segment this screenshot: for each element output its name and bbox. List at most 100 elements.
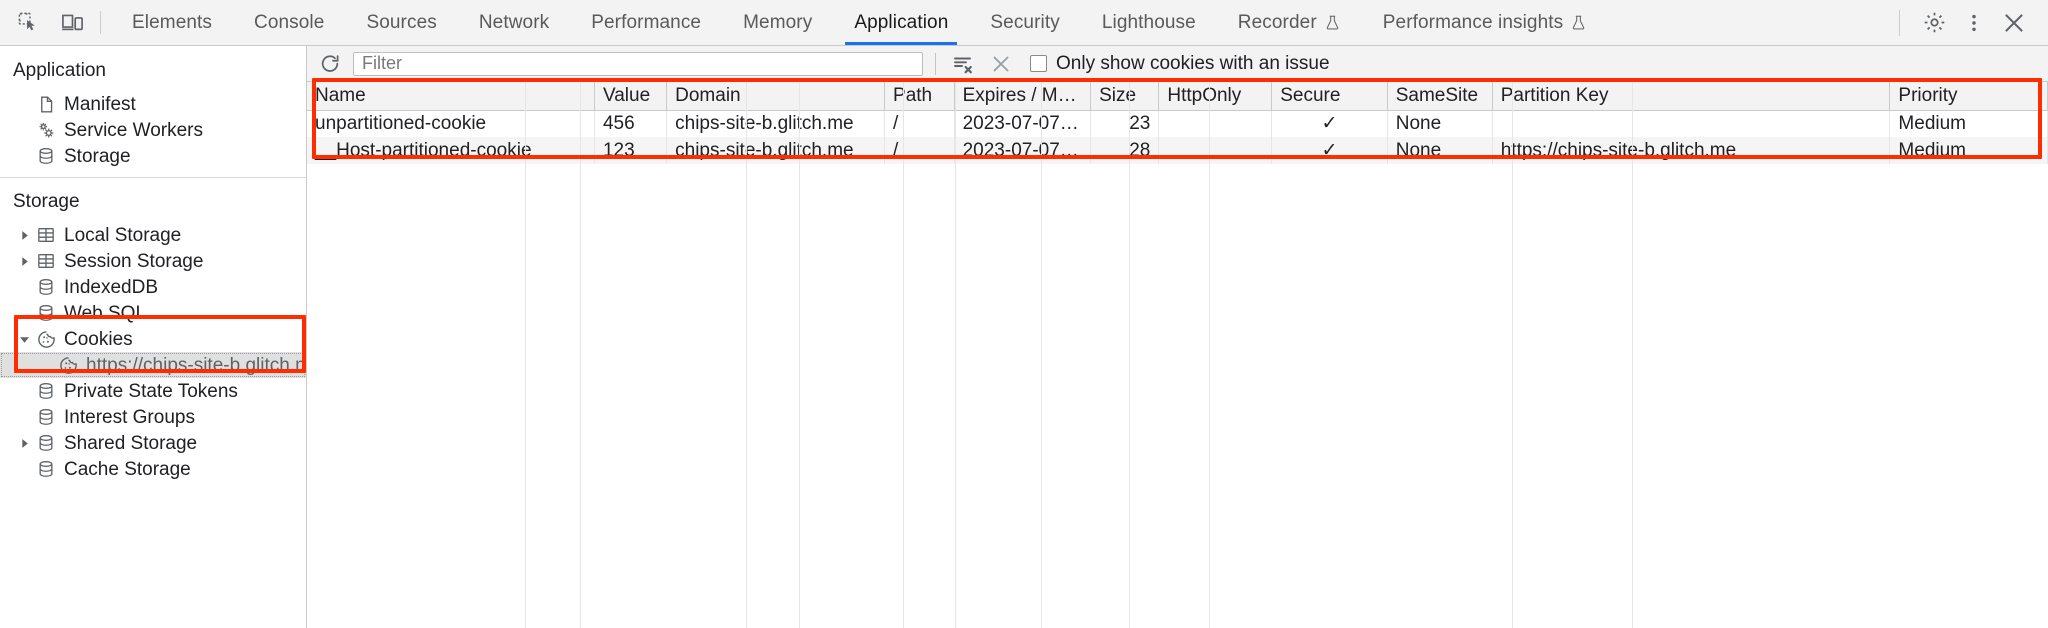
chevron-right-icon[interactable] bbox=[14, 230, 34, 241]
chevron-down-icon[interactable] bbox=[14, 334, 34, 345]
column-header-priority[interactable]: Priority bbox=[1889, 82, 2048, 111]
sidebar-item-label: Cookies bbox=[64, 328, 133, 350]
tab-label: Memory bbox=[743, 11, 813, 33]
sidebar-item-cache-storage[interactable]: Cache Storage bbox=[0, 456, 306, 482]
column-header-value[interactable]: Value bbox=[594, 82, 668, 111]
tab-label: Performance insights bbox=[1382, 11, 1564, 33]
cell-samesite: None bbox=[1387, 137, 1493, 164]
tab-lighthouse[interactable]: Lighthouse bbox=[1081, 0, 1217, 45]
sidebar-section-title: Storage bbox=[13, 191, 80, 212]
toolbar-separator bbox=[100, 11, 101, 34]
only-issues-checkbox[interactable] bbox=[1030, 55, 1047, 72]
cell-path: / bbox=[884, 137, 955, 164]
cell-partition-key: https://chips-site-b.glitch.me bbox=[1492, 137, 1891, 164]
tab-security[interactable]: Security bbox=[969, 0, 1080, 45]
tab-label: Lighthouse bbox=[1101, 11, 1196, 33]
tab-elements[interactable]: Elements bbox=[111, 0, 233, 45]
cookies-filter-toolbar: Only show cookies with an issue bbox=[307, 46, 2048, 82]
sidebar-item-local-storage[interactable]: Local Storage bbox=[0, 222, 306, 248]
tab-performance-insights[interactable]: Performance insights bbox=[1362, 0, 1608, 45]
sidebar-item-service-workers[interactable]: Service Workers bbox=[0, 117, 306, 143]
tab-application[interactable]: Application bbox=[833, 0, 969, 45]
tab-recorder[interactable]: Recorder bbox=[1217, 0, 1362, 45]
column-header-samesite[interactable]: SameSite bbox=[1387, 82, 1493, 111]
database-icon bbox=[34, 303, 58, 323]
cookie-icon bbox=[34, 329, 58, 350]
tab-console[interactable]: Console bbox=[233, 0, 345, 45]
cell-priority: Medium bbox=[1889, 110, 2048, 137]
cell-secure: ✓ bbox=[1271, 137, 1388, 164]
sidebar-item-private-state-tokens[interactable]: Private State Tokens bbox=[0, 378, 306, 404]
cell-name: __Host-partitioned-cookie bbox=[307, 137, 595, 164]
cell-value: 123 bbox=[594, 137, 668, 164]
column-header-path[interactable]: Path bbox=[884, 82, 955, 111]
tab-network[interactable]: Network bbox=[458, 0, 570, 45]
settings-gear-icon[interactable] bbox=[1914, 3, 1954, 43]
chevron-right-icon[interactable] bbox=[14, 438, 34, 449]
column-header-httponly[interactable]: HttpOnly bbox=[1158, 82, 1273, 111]
flask-icon bbox=[1570, 14, 1587, 31]
column-header-expires-m[interactable]: Expires / M… bbox=[954, 82, 1092, 111]
sidebar-item-session-storage[interactable]: Session Storage bbox=[0, 248, 306, 274]
table-grid-icon bbox=[34, 225, 58, 245]
toolbar-separator-right bbox=[1899, 9, 1900, 36]
clear-filtered-cookies-icon[interactable] bbox=[948, 50, 978, 78]
clear-all-cookies-icon[interactable] bbox=[986, 50, 1016, 78]
database-icon bbox=[34, 433, 58, 453]
tab-label: Sources bbox=[366, 11, 437, 33]
sidebar-item-manifest[interactable]: Manifest bbox=[0, 91, 306, 117]
sidebar-item-label: Interest Groups bbox=[64, 406, 195, 428]
sidebar-item-label: Cache Storage bbox=[64, 458, 191, 480]
close-devtools-icon[interactable] bbox=[1994, 3, 2034, 43]
database-icon bbox=[34, 407, 58, 427]
sidebar-item-interest-groups[interactable]: Interest Groups bbox=[0, 404, 306, 430]
inspect-element-icon[interactable] bbox=[6, 0, 50, 45]
sidebar-section-title: Application bbox=[13, 60, 106, 81]
column-header-domain[interactable]: Domain bbox=[666, 82, 886, 111]
column-header-secure[interactable]: Secure bbox=[1271, 82, 1388, 111]
device-toolbar-icon[interactable] bbox=[50, 0, 94, 45]
sidebar-item-web-sql[interactable]: Web SQL bbox=[0, 300, 306, 326]
cell-httponly bbox=[1158, 137, 1273, 164]
cell-name: unpartitioned-cookie bbox=[307, 110, 595, 137]
refresh-icon[interactable] bbox=[315, 50, 345, 78]
tabbar-right-controls bbox=[1895, 0, 2048, 45]
chevron-right-icon[interactable] bbox=[14, 256, 34, 267]
cell-domain: chips-site-b.glitch.me bbox=[666, 137, 886, 164]
cell-domain: chips-site-b.glitch.me bbox=[666, 110, 886, 137]
tab-label: Elements bbox=[132, 11, 213, 33]
sidebar-item-indexeddb[interactable]: IndexedDB bbox=[0, 274, 306, 300]
database-icon bbox=[34, 381, 58, 401]
sidebar-item-storage[interactable]: Storage bbox=[0, 143, 306, 169]
sidebar-item-https-chips-site-b-glitch-me[interactable]: https://chips-site-b.glitch.me bbox=[0, 352, 306, 378]
filter-divider bbox=[935, 52, 936, 75]
cell-httponly bbox=[1158, 110, 1273, 137]
table-grid-icon bbox=[34, 251, 58, 271]
only-issues-checkbox-row[interactable]: Only show cookies with an issue bbox=[1030, 53, 1330, 75]
cell-samesite: None bbox=[1387, 110, 1493, 137]
tab-memory[interactable]: Memory bbox=[722, 0, 833, 45]
column-header-name[interactable]: Name bbox=[307, 82, 595, 111]
more-options-icon[interactable] bbox=[1954, 3, 1994, 43]
sidebar-item-cookies[interactable]: Cookies bbox=[0, 326, 306, 352]
cell-expires: 2023-07-07… bbox=[954, 137, 1092, 164]
tab-sources[interactable]: Sources bbox=[345, 0, 457, 45]
search-input[interactable] bbox=[353, 51, 923, 76]
sidebar-item-label: Shared Storage bbox=[64, 432, 198, 454]
column-header-size[interactable]: Size bbox=[1090, 82, 1160, 111]
tab-performance[interactable]: Performance bbox=[570, 0, 722, 45]
sidebar-item-shared-storage[interactable]: Shared Storage bbox=[0, 430, 306, 456]
column-header-partition-key[interactable]: Partition Key bbox=[1492, 82, 1891, 111]
